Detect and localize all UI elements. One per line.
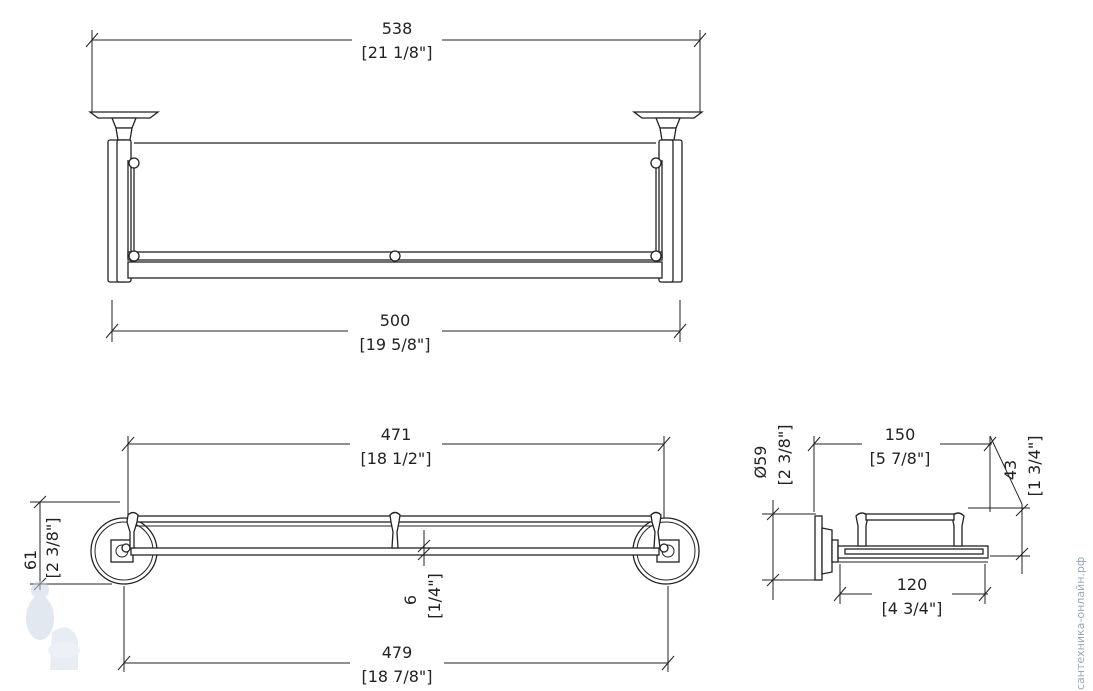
dim-bar-length: 500 [19 5/8"]: [105, 300, 687, 357]
dim-tray-depth: 120 [4 3/4"]: [833, 564, 992, 620]
dim-mount-center-mm: 479: [382, 643, 413, 662]
dim-shelf-length: 471 [18 1/2"]: [121, 420, 671, 518]
dim-height-in: [1 3/4"]: [1025, 436, 1044, 497]
dim-gap-in: [1/4"]: [425, 573, 444, 619]
dim-gap: 6 [1/4"]: [401, 530, 444, 619]
dim-mount-center: 479 [18 7/8"]: [117, 586, 675, 690]
dim-shelf-length-mm: 471: [381, 425, 412, 444]
dim-gap-mm: 6: [401, 595, 420, 605]
dim-diameter-in: [2 3/8"]: [775, 425, 794, 486]
dim-depth-in: [2 3/8"]: [43, 518, 62, 579]
dim-tray-depth-mm: 120: [897, 575, 928, 594]
dim-diameter-mm: Ø59: [751, 446, 770, 479]
dim-projection-in: [5 7/8"]: [870, 449, 931, 468]
left-bracket: [88, 111, 160, 283]
dim-tray-depth-in: [4 3/4"]: [882, 599, 943, 618]
top-view: 471 [18 1/2"]: [21, 420, 700, 690]
front-view: 538 [21 1/8"]: [85, 14, 707, 357]
dim-projection: 150 [5 7/8"]: [807, 422, 997, 512]
dim-projection-mm: 150: [885, 425, 916, 444]
dim-height-mm: 43: [1001, 460, 1020, 480]
dim-mount-center-in: [18 7/8"]: [361, 667, 432, 686]
shelf-front: [127, 142, 663, 279]
watermark-logo: [26, 581, 80, 670]
dim-bar-length-mm: 500: [380, 311, 411, 330]
dim-depth-mm: 61: [21, 550, 40, 570]
dim-overall-width-mm: 538: [382, 19, 413, 38]
dim-overall-width-in: [21 1/8"]: [361, 43, 432, 62]
side-view: Ø59 [2 3/8"] 150 [5 7/8"]: [751, 422, 1044, 620]
dim-height: 43 [1 3/4"]: [968, 436, 1044, 574]
dim-shelf-length-in: [18 1/2"]: [360, 449, 431, 468]
dim-bar-length-in: [19 5/8"]: [359, 335, 430, 354]
dim-diameter: Ø59 [2 3/8"]: [751, 425, 816, 600]
finials: [121, 511, 669, 553]
side-profile: [814, 512, 989, 581]
dim-overall-width: 538 [21 1/8"]: [85, 14, 707, 112]
watermark-text: сантехника-онлайн.рф: [1074, 557, 1087, 690]
